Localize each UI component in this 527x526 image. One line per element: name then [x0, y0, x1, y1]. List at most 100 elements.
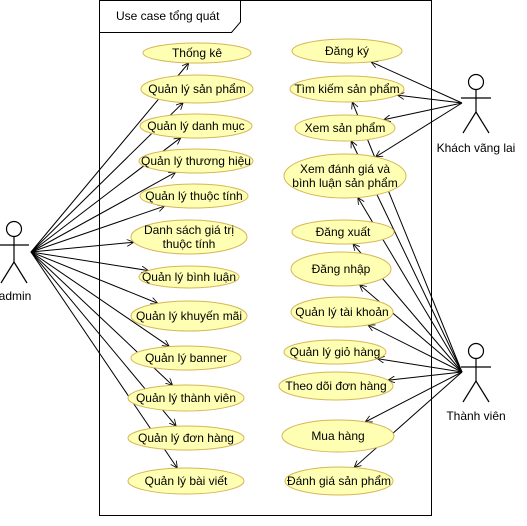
use-case-label: Quản lý đơn hàng: [138, 431, 234, 445]
use-case-ellipse: [139, 183, 249, 209]
use-case-ellipse: [278, 371, 394, 401]
member-association-line: [365, 371, 463, 423]
use-case-ellipse: [291, 219, 395, 245]
use-case-quan-ly-tai-khoan: Quản lý tài khoản: [290, 296, 394, 328]
guest-association-line: [384, 102, 463, 120]
use-case-quan-ly-bai-viet: Quản lý bài viết: [127, 467, 245, 495]
use-case-ellipse: [138, 265, 240, 289]
use-case-ellipse: [140, 74, 254, 104]
guest-association-line: [397, 95, 463, 104]
use-case-label: Theo dõi đơn hàng: [285, 379, 386, 393]
use-case-tim-kiem-san-pham: Tìm kiếm sản phẩm: [289, 75, 405, 103]
admin-association-line: [30, 172, 176, 253]
use-case-ellipse: [290, 296, 394, 328]
use-case-ellipse: [290, 251, 392, 287]
use-case-label: Đánh giá sản phẩm: [287, 474, 391, 488]
use-case-thong-ke: Thống kê: [142, 42, 252, 64]
use-case-ellipse: [130, 219, 248, 255]
admin-label: admin: [0, 289, 31, 303]
guest-association-line: [371, 62, 463, 104]
use-case-ellipse: [127, 425, 245, 451]
use-case-label: Quản lý thành viên: [136, 391, 236, 405]
admin-association-line: [30, 251, 148, 271]
admin-association-line: [30, 251, 169, 347]
use-case-label: Thống kê: [172, 46, 222, 60]
use-case-label: Quản lý bình luận: [142, 270, 236, 284]
use-case-danh-gia-san-pham: Đánh giá sản phẩm: [284, 466, 394, 496]
use-case-quan-ly-thanh-vien: Quản lý thành viên: [127, 384, 245, 412]
use-case-label: Quản lý giỏ hàng: [290, 345, 381, 359]
actor-admin: admin: [0, 220, 31, 303]
use-case-label: Quản lý thương hiệu: [141, 154, 251, 168]
use-case-ellipse: [139, 113, 253, 139]
use-case-ellipse: [281, 419, 395, 453]
member-association-line: [352, 102, 463, 373]
use-case-ellipse: [291, 38, 403, 64]
use-case-label: Quản lý bài viết: [145, 474, 228, 488]
use-case-label: Tìm kiếm sản phẩm: [294, 82, 399, 96]
boundary-title-tab: [99, 0, 241, 33]
admin-association-line: [30, 242, 134, 253]
use-case-dang-nhap: Đăng nhập: [290, 251, 392, 287]
admin-association-line: [30, 206, 165, 253]
use-case-ellipse: [127, 384, 245, 412]
guest-label: Khách vãng lai: [437, 141, 516, 155]
use-case-dang-ky: Đăng ký: [291, 38, 403, 64]
use-case-quan-ly-thuoc-tinh: Quản lý thuộc tính: [139, 183, 249, 209]
use-case-label: Quản lý banner: [145, 351, 227, 365]
member-association-line: [368, 324, 463, 373]
guest-head-icon: [467, 73, 485, 91]
use-case-label: Đăng ký: [325, 44, 369, 58]
member-head-icon: [467, 342, 485, 360]
use-case-quan-ly-khuyen-mai: Quản lý khuyến mãi: [130, 300, 248, 332]
member-association-line: [377, 359, 463, 373]
use-case-label: Mua hàng: [311, 429, 364, 443]
use-case-xem-san-pham: Xem sản phẩm: [294, 114, 396, 142]
use-case-label: Quản lý thuộc tính: [145, 189, 242, 203]
use-case-quan-ly-banner: Quản lý banner: [130, 345, 242, 371]
use-case-ellipse: [283, 339, 387, 365]
use-case-quan-ly-don-hang: Quản lý đơn hàng: [127, 425, 245, 451]
use-case-ellipse: [284, 466, 394, 496]
use-case-label: Quản lý danh mục: [147, 119, 244, 133]
use-case-ellipse: [142, 42, 252, 64]
use-case-label: Quản lý tài khoản: [295, 305, 388, 319]
use-case-quan-ly-gio-hang: Quản lý giỏ hàng: [283, 339, 387, 365]
use-case-ellipse: [289, 75, 405, 103]
use-case-ellipse: [294, 114, 396, 142]
use-case-ellipse: [130, 300, 248, 332]
admin-association-line: [30, 251, 158, 303]
member-association-line: [360, 285, 463, 373]
use-case-ellipse: [130, 345, 242, 371]
use-case-quan-ly-san-pham: Quản lý sản phẩm: [140, 74, 254, 104]
use-case-theo-doi-don-hang: Theo dõi đơn hàng: [278, 371, 394, 401]
use-case-label: Quản lý khuyến mãi: [136, 309, 242, 323]
use-case-dang-xuat: Đăng xuất: [291, 219, 395, 245]
diagram-title: Use case tổng quát: [116, 9, 220, 23]
use-case-label: Quản lý sản phẩm: [148, 82, 245, 96]
use-case-ellipse: [127, 467, 245, 495]
use-case-quan-ly-danh-muc: Quản lý danh mục: [139, 113, 253, 139]
use-case-ellipse: [283, 153, 407, 199]
use-case-ellipse: [138, 148, 254, 174]
member-association-line: [354, 371, 463, 468]
guest-association-line: [376, 102, 463, 157]
member-association-line: [388, 371, 463, 380]
use-case-quan-ly-thuong-hieu: Quản lý thương hiệu: [138, 148, 254, 174]
actor-guest: Khách vãng lai: [437, 73, 516, 155]
admin-head-icon: [5, 220, 23, 238]
use-case-quan-ly-binh-luan: Quản lý bình luận: [138, 265, 240, 289]
use-case-label: Đăng xuất: [316, 225, 371, 239]
actor-member: Thành viên: [446, 342, 506, 423]
member-label: Thành viên: [446, 409, 505, 423]
association-lines: [30, 62, 463, 468]
use-case-mua-hang: Mua hàng: [281, 419, 395, 453]
use-case-label: Đăng nhập: [312, 262, 371, 276]
use-case-label: Xem sản phẩm: [305, 121, 386, 135]
